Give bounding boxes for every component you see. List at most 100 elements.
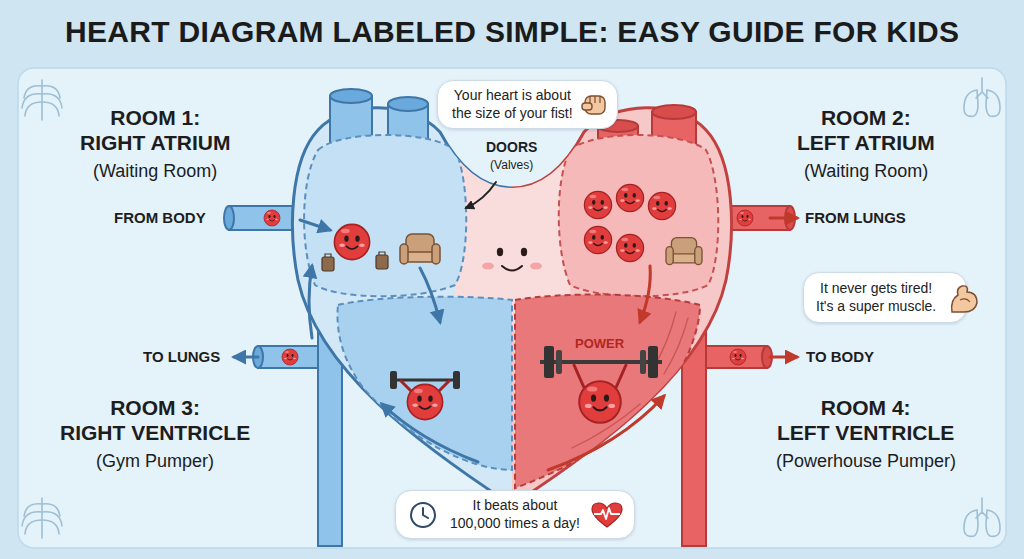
- dumbbell: [390, 371, 397, 389]
- speech-bubble: Your heart is about the size of your fis…: [437, 80, 618, 129]
- heart-chamber: [515, 295, 700, 488]
- blood-vessel: [224, 206, 234, 230]
- dumbbell: [453, 371, 460, 389]
- clock-icon: [423, 508, 428, 518]
- chamber-name-line: ROOM 1:: [110, 106, 200, 129]
- heartbeat-icon: [594, 508, 620, 519]
- heart-face: [482, 248, 542, 271]
- blood-vessel: [388, 97, 428, 111]
- chamber-name-line: LEFT VENTRICLE: [777, 421, 954, 444]
- bubble-text: Your heart is about the size of your fis…: [452, 87, 573, 122]
- heart-chamber: [559, 135, 719, 296]
- chamber-nickname: (Powerhouse Pumper): [776, 451, 956, 472]
- corner-icon: [22, 498, 62, 538]
- flow-arrow: [234, 356, 258, 359]
- barbell: [544, 346, 554, 378]
- flow-arrow: [309, 266, 312, 338]
- flow-label: TO BODY: [806, 348, 874, 366]
- bubble-text: It beats about 100,000 times a day!: [450, 497, 580, 532]
- furniture: [376, 252, 388, 269]
- chamber-name-line: RIGHT VENTRICLE: [60, 421, 250, 444]
- corner-icon: [22, 80, 62, 120]
- heart-outline: [293, 108, 512, 505]
- chamber-name-line: LEFT ATRIUM: [797, 131, 935, 154]
- flow-arrow: [770, 356, 797, 359]
- flow-label: FROM LUNGS: [805, 209, 906, 227]
- blood-cell: [730, 349, 746, 365]
- heartbeat-icon: [592, 503, 622, 527]
- blood-cell: [264, 184, 753, 365]
- blood-vessel: [330, 89, 372, 103]
- chamber-name: ROOM 3: RIGHT VENTRICLE: [60, 396, 250, 446]
- flow-label: FROM BODY: [114, 209, 206, 227]
- chamber-name-line: ROOM 4:: [821, 396, 911, 419]
- valve-pointer: [466, 182, 496, 208]
- muscle-texture: [664, 318, 688, 374]
- blood-cell: [264, 210, 280, 226]
- chamber-name: ROOM 1: RIGHT ATRIUM: [80, 106, 230, 156]
- flow-arrow: [640, 266, 650, 322]
- blood-cell: [616, 184, 643, 211]
- valve-label-line: DOORS: [486, 139, 537, 155]
- heart-outline: [293, 108, 512, 505]
- flow-arrow: [548, 396, 664, 470]
- corner-icon: [964, 498, 1000, 536]
- flow-arrow: [770, 217, 797, 220]
- corner-icon: [22, 86, 62, 116]
- corner-icon: [986, 510, 1000, 536]
- heart-face: [482, 263, 494, 270]
- page-title: HEART DIAGRAM LABELED SIMPLE: EASY GUIDE…: [65, 14, 959, 50]
- bubble-text-line: It's a super muscle.: [816, 298, 936, 314]
- fist-icon: [590, 96, 600, 103]
- heart-face: [521, 248, 527, 256]
- barbell-label: POWER: [575, 336, 624, 351]
- clock-icon: [408, 500, 438, 530]
- chamber-nickname: (Gym Pumper): [96, 451, 214, 472]
- chamber-name: ROOM 4: LEFT VENTRICLE: [777, 396, 954, 446]
- corner-icon: [986, 90, 1000, 116]
- barbell: [556, 350, 562, 374]
- blood-cell: [648, 192, 675, 219]
- bubble-text-line: It beats about: [473, 497, 558, 513]
- valve-label: DOORS (Valves): [486, 139, 537, 172]
- heart-outline: [512, 108, 731, 505]
- flow-label: TO LUNGS: [143, 348, 220, 366]
- muscle-icon: [960, 299, 970, 302]
- blood-cell: [616, 234, 643, 261]
- dumbbell: [407, 384, 442, 419]
- heart-face: [497, 248, 503, 256]
- furniture: [666, 238, 702, 265]
- heart-face: [530, 263, 542, 270]
- corner-icon: [22, 78, 1000, 538]
- muscle-icon: [952, 286, 977, 312]
- furniture: [322, 234, 702, 271]
- chamber-nickname: (Waiting Room): [93, 161, 217, 182]
- bubble-text-line: It never gets tired!: [820, 280, 932, 296]
- chamber-name: ROOM 2: LEFT ATRIUM: [797, 106, 935, 156]
- heart-chamber: [337, 297, 512, 470]
- corner-icon: [964, 78, 1000, 116]
- valve-pointer: [466, 182, 496, 208]
- panel: [18, 68, 1006, 548]
- panel: [18, 68, 1006, 548]
- corner-icon: [22, 504, 62, 534]
- furniture: [322, 254, 334, 271]
- blood-cell: [584, 226, 611, 253]
- bubble-text-line: Your heart is about: [454, 87, 571, 103]
- blood-cell: [334, 224, 369, 259]
- heart-outline: [293, 108, 732, 505]
- blood-cell: [737, 210, 753, 226]
- dumbbell: [395, 379, 455, 382]
- heart-outline: [512, 108, 731, 505]
- dumbbell: [390, 371, 460, 420]
- valve-label-line: (Valves): [490, 158, 533, 172]
- blood-vessel: [703, 346, 767, 368]
- flow-arrow: [234, 218, 797, 470]
- flow-arrow: [382, 404, 478, 462]
- heart-chamber: [304, 135, 466, 296]
- flow-arrow: [420, 268, 440, 322]
- heart-face: [502, 266, 522, 271]
- heart-chamber: [304, 135, 718, 488]
- speech-bubble: It never gets tired! It's a super muscle…: [803, 272, 967, 323]
